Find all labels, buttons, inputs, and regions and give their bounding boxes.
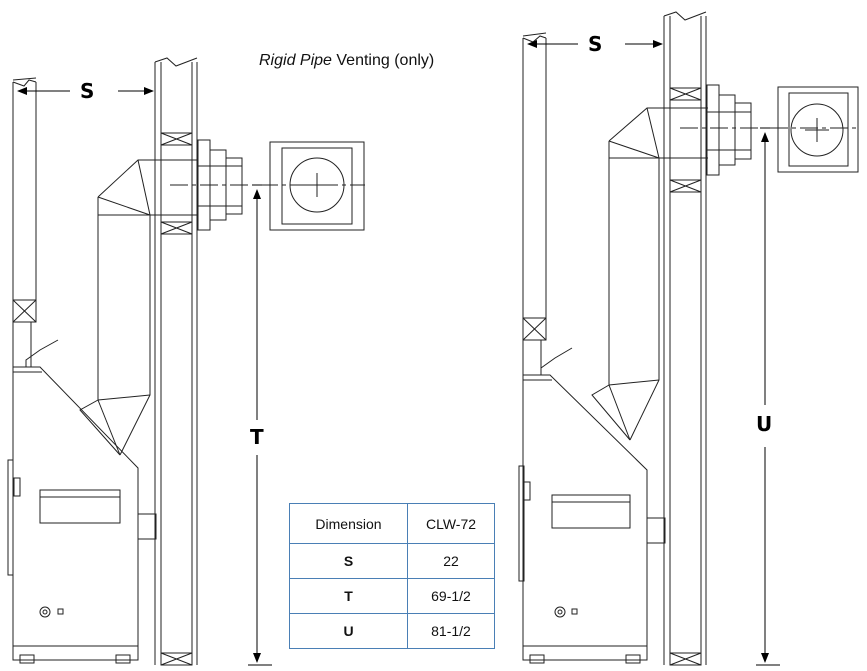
dimension-label-u: U: [756, 412, 773, 436]
table-row: U 81-1/2: [289, 613, 495, 649]
right-cap: [777, 86, 859, 173]
left-vent-pipe: [79, 159, 198, 456]
caption-italic: Rigid Pipe: [259, 52, 332, 69]
left-installation: [7, 57, 365, 666]
right-thimble: [706, 84, 752, 176]
header-model: CLW-72: [407, 503, 495, 544]
table-row: T 69-1/2: [289, 578, 495, 614]
dimension-table: Dimension CLW-72 S 22 T 69-1/2 U 81-1/2: [289, 503, 495, 649]
row-dimension: U: [289, 613, 408, 649]
row-value: 69-1/2: [407, 578, 495, 614]
right-wall: [663, 11, 707, 666]
right-stove: [518, 347, 666, 664]
table-header-row: Dimension CLW-72: [289, 503, 495, 544]
dimension-label-s-left: S: [80, 79, 95, 103]
row-value: 81-1/2: [407, 613, 495, 649]
left-stove: [7, 339, 157, 664]
caption-rest: Venting (only): [331, 52, 435, 69]
header-dimension: Dimension: [289, 503, 408, 544]
dimension-label-s-right: S: [588, 32, 603, 56]
row-value: 22: [407, 543, 495, 579]
left-wall-column: [12, 77, 37, 368]
right-installation: [518, 11, 860, 666]
table-row: S 22: [289, 543, 495, 579]
dimension-label-t: T: [250, 425, 264, 449]
right-wall-column: [522, 32, 547, 376]
left-dimensions: [17, 87, 272, 666]
row-dimension: S: [289, 543, 408, 579]
row-dimension: T: [289, 578, 408, 614]
right-dimensions: [527, 40, 780, 666]
left-wall: [154, 57, 198, 666]
venting-caption: Rigid Pipe Venting (only): [259, 52, 434, 70]
left-cap: [269, 141, 365, 231]
right-vent-pipe: [591, 107, 708, 441]
